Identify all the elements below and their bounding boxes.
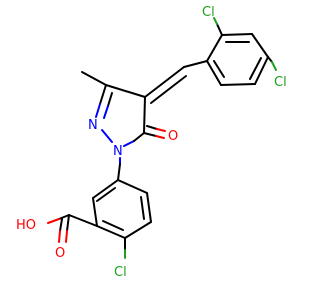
bond-c3-n2-double-a (107, 92, 113, 107)
bond-ar-cl-top-a (216, 23, 223, 36)
atom-label-o-carbonyl: O (168, 129, 178, 144)
bond-c3-n2-a (99, 84, 107, 105)
bond-c5-o-b (155, 135, 165, 139)
bond-methyl (81, 71, 107, 86)
bond-c-o-a (66, 214, 70, 232)
bond-n1-aryl-b (117, 163, 121, 181)
atom-label-n1: N (113, 144, 123, 159)
atom-label-cl-top: Cl (202, 5, 215, 20)
bond-ar-a1 (206, 34, 223, 62)
bond-ar-cl-right-a (267, 56, 273, 63)
bond-ar-a2 (221, 33, 253, 36)
bond-c5-o-double-a (146, 125, 158, 130)
bond-vinyl-aryl (183, 60, 208, 68)
bond-ar-cooh (68, 214, 98, 227)
bond-ar-a5 (220, 83, 256, 86)
bond-exocyclic-double (150, 75, 187, 104)
bond-n1-c5-a (123, 140, 135, 147)
bond-ar-b3 (96, 225, 126, 239)
bond-c5-c4 (143, 96, 146, 134)
atom-label-n-ring: N (88, 118, 98, 133)
bond-ar-a4-inner (249, 57, 262, 80)
bond-c3-n2-b (95, 103, 101, 118)
bond-exocyclic (144, 66, 185, 98)
bond-c-o-b (65, 230, 68, 243)
bond-ar-a6-inner (213, 60, 225, 78)
bond-ar-b3-inner (102, 220, 124, 231)
atom-label-cl-bottom: Cl (114, 265, 127, 280)
atom-label-cl-right: Cl (274, 75, 287, 90)
bond-c5-o-a (143, 132, 157, 137)
bond-c-o-double-b (58, 230, 61, 243)
bond-c3-n2-double-b (103, 105, 109, 119)
bond-c-o-double-a (59, 218, 63, 232)
bond-n2-n1 (101, 129, 113, 143)
bond-ar-a3 (251, 33, 269, 58)
bond-ar-b4 (124, 221, 152, 239)
bond-c-oh-b (47, 218, 60, 224)
bond-ar-cl-top-b (213, 17, 218, 25)
bond-ar-b1 (92, 179, 119, 199)
bond-ar-b5 (146, 192, 152, 223)
bond-n1-c5-b (133, 132, 145, 142)
bond-ar-a6 (206, 60, 222, 86)
bond-ar-b6 (117, 179, 148, 194)
atom-label-oh: HO (16, 218, 36, 233)
bond-ar-cl-right-b (271, 61, 277, 71)
bond-ar-b5-inner (140, 196, 145, 220)
atom-label-o-acid: O (55, 246, 65, 261)
bond-c-oh-a (58, 214, 70, 220)
bond-ar-b2 (92, 197, 98, 227)
molecule-structure: Cl Cl O N N HO O Cl (16, 5, 287, 280)
bond-ar-b1-inner (96, 187, 116, 202)
bond-ar-a4 (254, 56, 269, 85)
bond-c3-c4 (105, 84, 146, 98)
bond-c5-o-double-b (156, 128, 166, 132)
